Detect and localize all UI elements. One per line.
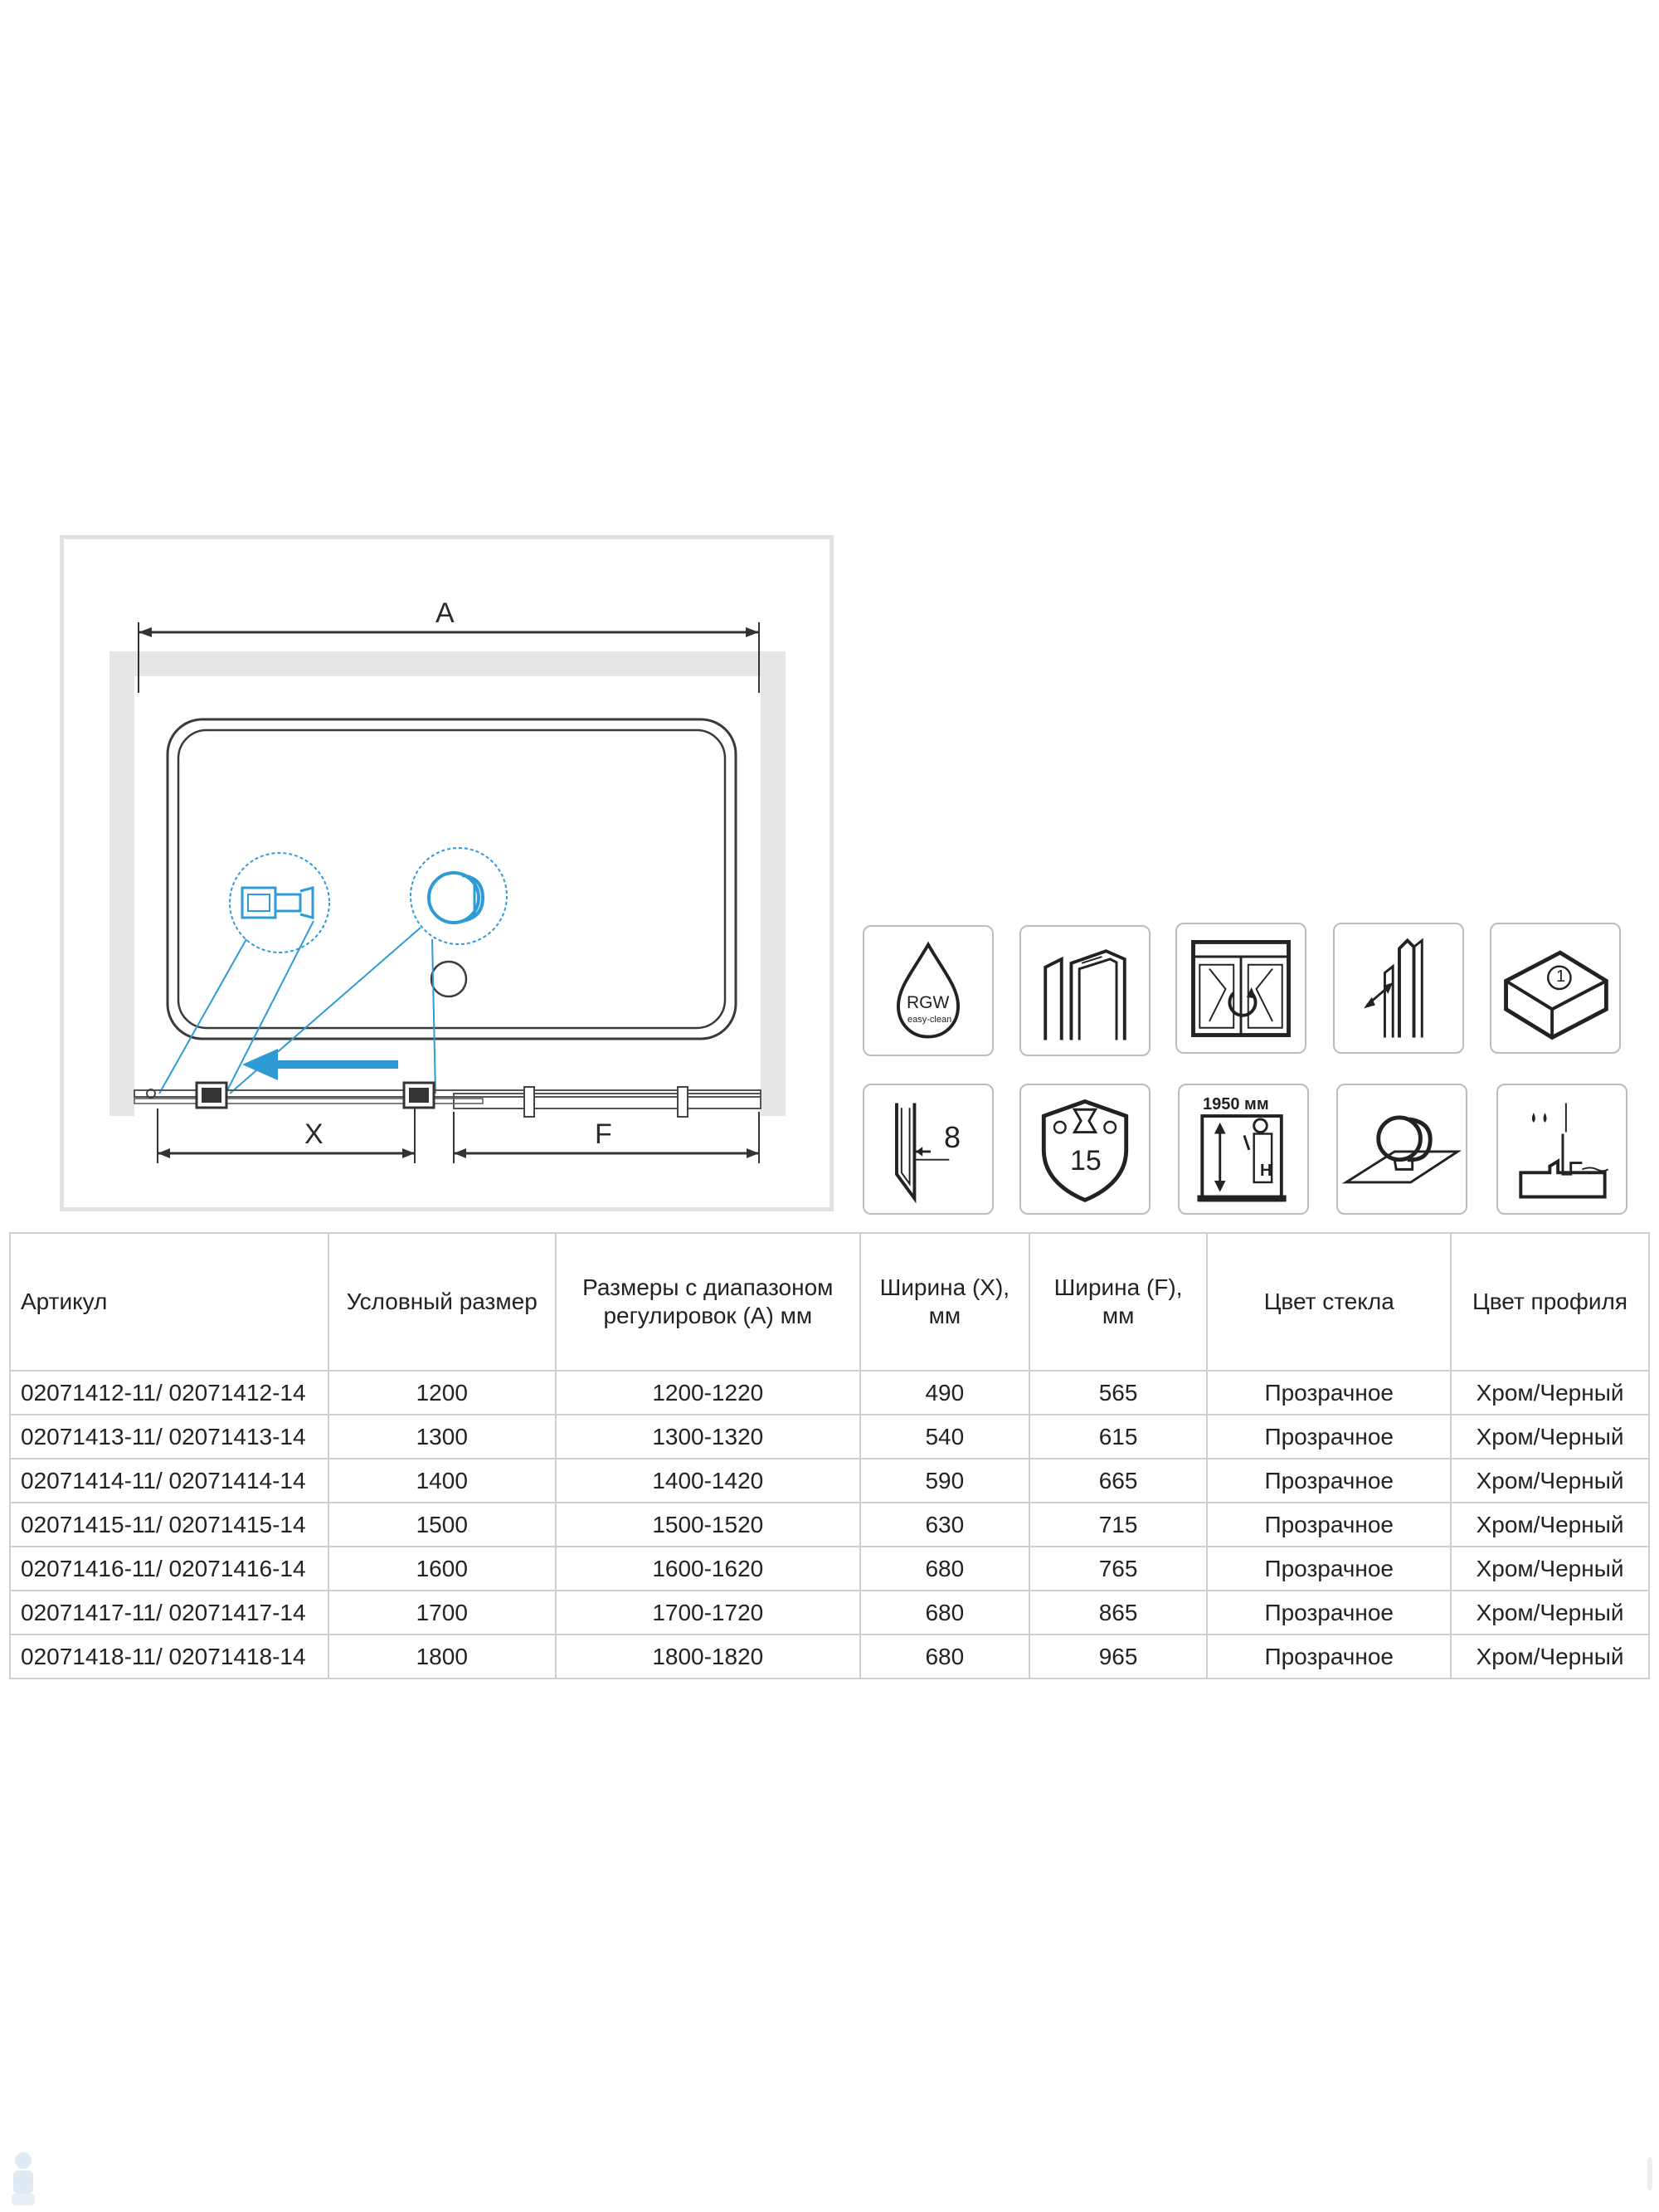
cell-profile-color: Хром/Черный [1450,1502,1650,1547]
cell-width-f: 565 [1028,1370,1209,1415]
cell-adjust-range: 1800-1820 [554,1634,861,1679]
cell-glass-color: Прозрачное [1206,1370,1452,1415]
watermark-side-icon [1647,2157,1652,2190]
warranty-shield-icon: 15 [1019,1084,1151,1215]
header-width-x: Ширина (X), мм [859,1232,1030,1372]
cell-width-f: 665 [1028,1458,1209,1503]
dimension-x-label: X [304,1118,324,1150]
cell-width-x: 680 [859,1546,1030,1591]
cell-glass-color: Прозрачное [1206,1634,1452,1679]
cell-width-x: 680 [859,1590,1030,1635]
cell-profile-color: Хром/Черный [1450,1590,1650,1635]
cell-width-x: 590 [859,1458,1030,1503]
slide-direction-arrow [274,1060,398,1069]
cell-profile-color: Хром/Черный [1450,1458,1650,1503]
warranty-years: 15 [1070,1145,1102,1177]
cell-glass-color: Прозрачное [1206,1502,1452,1547]
cell-profile-color: Хром/Черный [1450,1414,1650,1459]
cell-nominal-size: 1400 [327,1458,557,1503]
water-seal-icon [1496,1084,1627,1215]
cell-profile-color: Хром/Черный [1450,1634,1650,1679]
table-row: 02071416-11/ 02071416-14 1600 1600-1620 … [9,1546,1650,1591]
watermark-mascot-icon [12,2152,35,2205]
cell-article: 02071416-11/ 02071416-14 [9,1546,329,1591]
cell-glass-color: Прозрачное [1206,1458,1452,1503]
cell-glass-color: Прозрачное [1206,1590,1452,1635]
cell-nominal-size: 1600 [327,1546,557,1591]
drain [430,960,468,998]
height-h-mark: H [1260,1162,1272,1180]
glass-thickness-value: 8 [944,1120,961,1154]
reversible-icon [1175,923,1306,1054]
cell-width-x: 680 [859,1634,1030,1679]
specifications-table: Артикул Условный размер Размеры с диапаз… [9,1232,1650,1679]
cell-adjust-range: 1400-1420 [554,1458,861,1503]
table-row: 02071417-11/ 02071417-14 1700 1700-1720 … [9,1590,1650,1635]
cell-article: 02071414-11/ 02071414-14 [9,1458,329,1503]
back-wall [109,651,781,676]
table-row: 02071413-11/ 02071413-14 1300 1300-1320 … [9,1414,1650,1459]
cell-article: 02071418-11/ 02071418-14 [9,1634,329,1679]
shower-door-diagram: A X F [60,535,834,1211]
knob-handle-icon [1336,1084,1467,1215]
cell-nominal-size: 1700 [327,1590,557,1635]
cell-article: 02071417-11/ 02071417-14 [9,1590,329,1635]
cell-profile-color: Хром/Черный [1450,1546,1650,1591]
height-icon: 1950 мм H [1178,1084,1309,1215]
cell-article: 02071412-11/ 02071412-14 [9,1370,329,1415]
cell-nominal-size: 1500 [327,1502,557,1547]
cell-nominal-size: 1800 [327,1634,557,1679]
cell-nominal-size: 1200 [327,1370,557,1415]
dimension-f-label: F [595,1118,612,1150]
cell-width-f: 965 [1028,1634,1209,1679]
height-value: 1950 мм [1203,1095,1269,1113]
cell-width-f: 615 [1028,1414,1209,1459]
cell-profile-color: Хром/Черный [1450,1370,1650,1415]
callout-roller [229,852,330,953]
cell-adjust-range: 1300-1320 [554,1414,861,1459]
table-row: 02071412-11/ 02071412-14 1200 1200-1220 … [9,1370,1650,1415]
cell-adjust-range: 1700-1720 [554,1590,861,1635]
cell-adjust-range: 1600-1620 [554,1546,861,1591]
package-count: 1 [1556,967,1566,986]
header-article: Артикул [9,1232,329,1372]
left-wall [109,651,134,1116]
cell-nominal-size: 1300 [327,1414,557,1459]
header-glass-color: Цвет стекла [1206,1232,1452,1372]
header-width-f: Ширина (F), мм [1028,1232,1209,1372]
cell-adjust-range: 1200-1220 [554,1370,861,1415]
easy-clean-brand: RGW [907,993,950,1012]
cell-width-f: 865 [1028,1590,1209,1635]
header-profile-color: Цвет профиля [1450,1232,1650,1372]
glass-thickness-icon: 8 [863,1084,994,1215]
cell-width-f: 765 [1028,1546,1209,1591]
cell-width-f: 715 [1028,1502,1209,1547]
table-row: 02071418-11/ 02071418-14 1800 1800-1820 … [9,1634,1650,1679]
cell-adjust-range: 1500-1520 [554,1502,861,1547]
adjustment-icon [1333,923,1464,1054]
plan-view-drawing [109,622,786,1163]
header-adjust-range: Размеры с диапазоном регулировок (А) мм [554,1232,861,1372]
cell-width-x: 540 [859,1414,1030,1459]
callout-knob [410,847,508,945]
header-nominal-size: Условный размер [327,1232,557,1372]
dimension-a-label: A [435,597,455,629]
package-icon: 1 [1490,923,1621,1054]
cell-width-x: 630 [859,1502,1030,1547]
table-row: 02071414-11/ 02071414-14 1400 1400-1420 … [9,1458,1650,1503]
right-wall [761,651,786,1116]
fixed-panel [453,1093,761,1109]
cell-article: 02071413-11/ 02071413-14 [9,1414,329,1459]
cell-width-x: 490 [859,1370,1030,1415]
cell-glass-color: Прозрачное [1206,1414,1452,1459]
easy-clean-caption: easy-clean [907,1015,952,1025]
profile-icon [1019,925,1151,1056]
cell-glass-color: Прозрачное [1206,1546,1452,1591]
cell-article: 02071415-11/ 02071415-14 [9,1502,329,1547]
drop-icon: RGW easy-clean [863,925,994,1056]
table-header-row: Артикул Условный размер Размеры с диапаз… [9,1232,1650,1372]
table-row: 02071415-11/ 02071415-14 1500 1500-1520 … [9,1502,1650,1547]
